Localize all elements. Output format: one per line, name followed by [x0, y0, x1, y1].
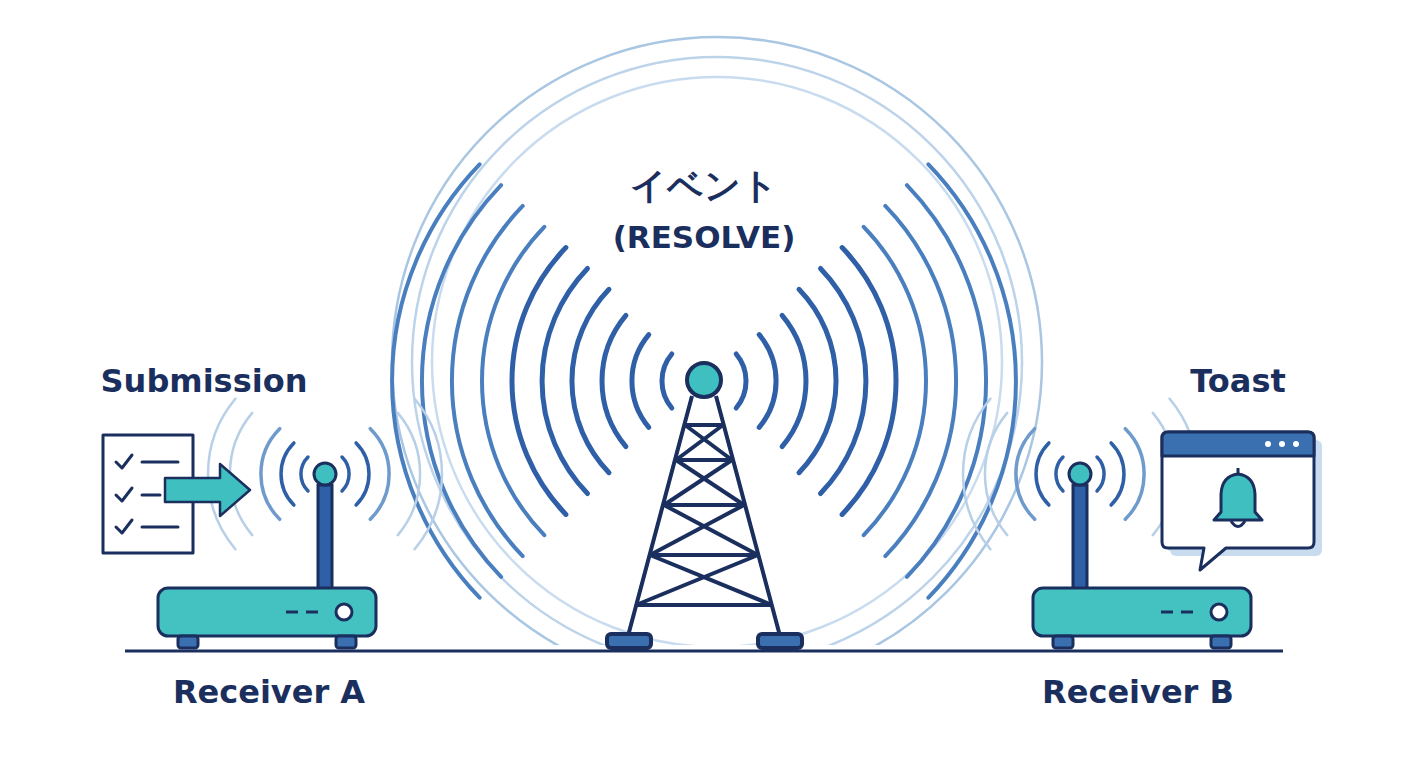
- wave-arc: [1097, 457, 1104, 491]
- wave-arc: [928, 164, 1016, 597]
- wave-arc: [759, 335, 776, 428]
- receiver-a: [158, 463, 376, 648]
- wave-arc: [542, 269, 587, 494]
- wave-arc: [864, 227, 926, 535]
- wave-arc: [370, 429, 389, 520]
- event-subtitle: (RESOLVE): [613, 220, 796, 254]
- wave-arc: [342, 457, 349, 491]
- tower: [607, 363, 802, 648]
- submission-label: Submission: [101, 364, 308, 399]
- wave-arc: [632, 335, 649, 428]
- wave-arc: [842, 248, 896, 515]
- toast-window-icon: [1162, 432, 1322, 570]
- receiver-label: Receiver B: [1042, 675, 1234, 710]
- wave-arc: [261, 429, 280, 520]
- wave-arc: [512, 248, 566, 515]
- wave-arc: [662, 354, 672, 408]
- wave-arc: [452, 206, 523, 556]
- ground-line: [125, 650, 1283, 653]
- wave-arc: [782, 315, 806, 446]
- wave-arc: [281, 443, 294, 505]
- wave-arc: [1125, 429, 1144, 520]
- wave-arc: [301, 457, 308, 491]
- wave-arc: [392, 164, 480, 597]
- wave-arc: [356, 443, 369, 505]
- radio-waves: [208, 164, 1197, 597]
- wave-arc: [963, 399, 990, 549]
- wave-arc: [799, 289, 836, 472]
- wave-arc: [415, 399, 442, 549]
- event-title: イベント: [630, 166, 778, 206]
- wave-arc: [1016, 429, 1035, 520]
- wave-arc: [1036, 443, 1049, 505]
- toast-label: Toast: [1190, 364, 1286, 399]
- wave-arc: [602, 315, 626, 446]
- checklist-icon: [103, 435, 250, 553]
- wave-arc: [985, 413, 1007, 535]
- wave-arc: [1111, 443, 1124, 505]
- wave-arc: [572, 289, 609, 472]
- wave-arc: [821, 269, 866, 494]
- wave-arc: [907, 185, 986, 577]
- receiver-label: Receiver A: [173, 675, 365, 710]
- outer-rings: [392, 37, 1042, 645]
- wave-arc: [1056, 457, 1063, 491]
- wave-arc: [398, 413, 420, 535]
- wave-arc: [482, 227, 544, 535]
- wave-arc: [885, 206, 956, 556]
- wave-arc: [736, 354, 746, 408]
